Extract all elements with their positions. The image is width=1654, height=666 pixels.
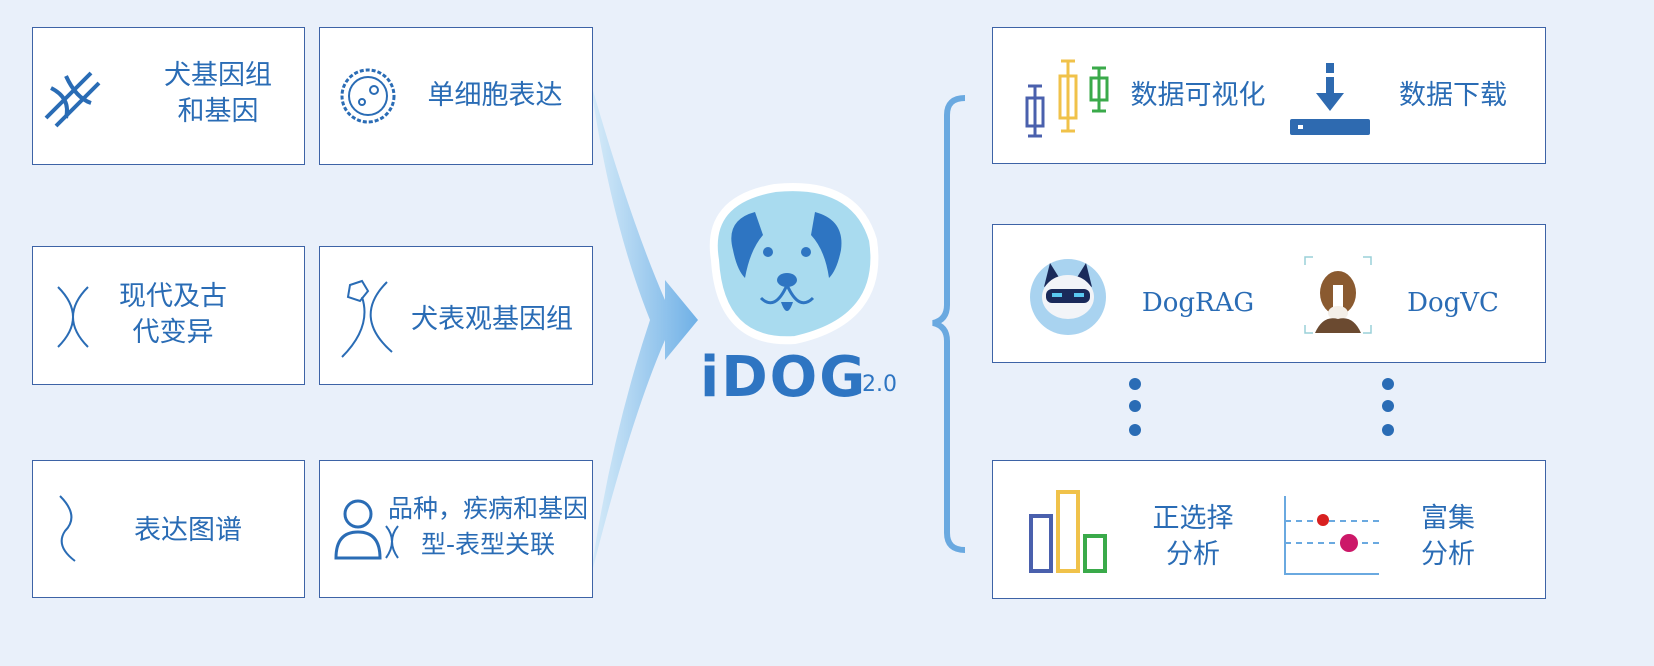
enrichment-dot-plot-icon [1284,496,1379,575]
ellipsis-dot [1129,424,1141,436]
input-single-cell: 单细胞表达 [319,27,593,165]
input-epigenome: 犬表观基因组 [319,246,593,385]
input-genome: 犬基因组和基因 [32,27,305,165]
output-row-3: 正选择分析 富集分析 [992,460,1546,599]
output-row-1: 数据可视化 数据下载 [992,27,1546,164]
dogvc-beagle-icon [1304,256,1372,334]
flow-arrow [590,80,698,580]
dna-strand-icon [59,495,76,562]
cell-icon [340,68,396,124]
methylation-icon [341,279,393,358]
brace [932,95,966,553]
ellipsis-dot [1382,424,1394,436]
input-expression-atlas: 表达图谱 [32,460,305,598]
app-logo-text: iDOG [700,345,868,410]
input-variants: 现代及古代变异 [32,246,305,385]
dog-logo [709,183,879,345]
version-label: 2.0 [862,372,897,397]
input-gwas: 品种，疾病和基因型-表型关联 [319,460,593,598]
dograg-robot-icon [1030,259,1106,335]
ellipsis-dot [1129,378,1141,390]
download-icon [1290,63,1370,135]
output-row-2: DogRAG DogVC [992,224,1546,363]
ellipsis-dot [1382,400,1394,412]
ellipsis-dot [1129,400,1141,412]
ellipsis-dot [1382,378,1394,390]
dna-icon [57,286,89,348]
dna-helix-icon [44,71,101,128]
person-dna-icon [334,499,399,560]
boxplot-icon [1025,59,1109,138]
bar-chart-icon [1029,490,1107,573]
